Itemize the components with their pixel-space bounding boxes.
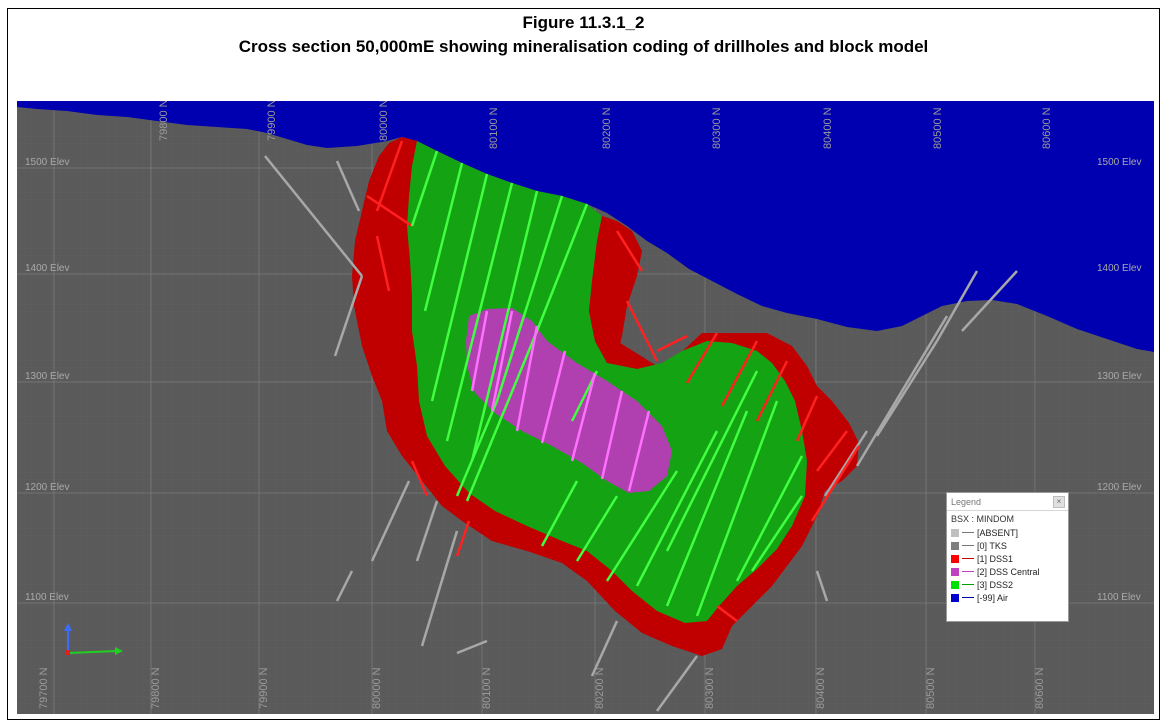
air-zone [17, 101, 1154, 352]
legend-swatch [951, 528, 959, 537]
legend-label: [1] DSS1 [977, 553, 1014, 564]
legend-line [962, 545, 974, 546]
dss1-inner-pocket [589, 216, 642, 363]
legend-swatch [951, 554, 959, 563]
legend-item: [1] DSS1 [947, 552, 1068, 565]
legend-label: [2] DSS Central [977, 566, 1040, 577]
northing-labels-bottom: 79700 N 79800 N 79900 N 80000 N 80100 N … [38, 667, 1046, 709]
northing-label-bottom: 80600 N [1034, 667, 1046, 709]
drillholes-dss1 [366, 140, 861, 622]
northing-label-bottom: 79700 N [38, 667, 50, 709]
legend-line [962, 558, 974, 559]
elevation-label-left: 1300 Elev [25, 371, 69, 382]
legend-label: [3] DSS2 [977, 579, 1014, 590]
elevation-label-left: 1100 Elev [25, 592, 69, 603]
legend-line [962, 597, 974, 598]
legend-line [962, 571, 974, 572]
legend-item: [0] TKS [947, 539, 1068, 552]
northing-label-top: 80300 N [711, 107, 723, 149]
northing-label-top: 79900 N [266, 101, 278, 141]
legend-label: [ABSENT] [977, 527, 1019, 538]
legend-label: [-99] Air [977, 592, 1009, 603]
northing-label-top: 80100 N [488, 107, 500, 149]
elevation-labels-left: 1500 Elev 1400 Elev 1300 Elev 1200 Elev … [25, 157, 69, 603]
legend-swatch [951, 593, 959, 602]
legend-item: [ABSENT] [947, 526, 1068, 539]
legend-swatch [951, 567, 959, 576]
drillholes-grey [264, 155, 1018, 712]
northing-label-bottom: 80300 N [704, 667, 716, 709]
northing-label-bottom: 80500 N [925, 667, 937, 709]
northing-label-bottom: 80000 N [371, 667, 383, 709]
elevation-label-right: 1400 Elev [1097, 263, 1141, 274]
northing-label-top: 80000 N [378, 101, 390, 141]
northing-labels-top: 79800 N 79900 N 80000 N 80100 N 80200 N … [158, 101, 1053, 149]
close-icon[interactable]: × [1053, 495, 1065, 508]
northing-label-top: 80600 N [1041, 107, 1053, 149]
legend-item: [-99] Air [947, 591, 1068, 604]
legend-swatch [951, 541, 959, 550]
legend-item: [3] DSS2 [947, 578, 1068, 591]
legend-line [962, 532, 974, 533]
elevation-label-right: 1200 Elev [1097, 482, 1141, 493]
figure-number: Figure 11.3.1_2 [522, 13, 645, 32]
legend-label: [0] TKS [977, 540, 1007, 551]
northing-label-bottom: 80100 N [481, 667, 493, 709]
northing-label-bottom: 79900 N [258, 667, 270, 709]
northing-label-bottom: 80200 N [594, 667, 606, 709]
legend-panel[interactable]: Legend × BSX : MINDOM [ABSENT] [0] TKS [… [946, 492, 1069, 622]
northing-label-top: 80500 N [932, 107, 944, 149]
elevation-label-left: 1400 Elev [25, 263, 69, 274]
northing-label-top: 80200 N [601, 107, 613, 149]
northing-label-top: 80400 N [822, 107, 834, 149]
northing-label-bottom: 79800 N [150, 667, 162, 709]
northing-label-bottom: 80400 N [815, 667, 827, 709]
legend-title: Legend [951, 496, 982, 507]
legend-line [962, 584, 974, 585]
elevation-labels-right: 1500 Elev 1400 Elev 1300 Elev 1200 Elev … [1097, 157, 1141, 603]
elevation-label-left: 1200 Elev [25, 482, 69, 493]
drillholes-dss-central [470, 310, 651, 492]
northing-label-top: 79800 N [158, 101, 170, 141]
elevation-label-right: 1500 Elev [1097, 157, 1141, 168]
axis-triad-icon [64, 623, 123, 655]
figure-caption: Cross section 50,000mE showing mineralis… [238, 37, 929, 56]
cross-section-view: 79800 N 79900 N 80000 N 80100 N 80200 N … [17, 101, 1154, 714]
legend-swatch [951, 580, 959, 589]
legend-item: [2] DSS Central [947, 565, 1068, 578]
legend-field: BSX : MINDOM [951, 514, 1015, 524]
elevation-label-left: 1500 Elev [25, 157, 69, 168]
elevation-label-right: 1100 Elev [1097, 592, 1141, 603]
elevation-label-right: 1300 Elev [1097, 371, 1141, 382]
dss-central-zone [466, 308, 672, 493]
legend-header: Legend × [947, 493, 1068, 511]
section-viewport[interactable]: 79800 N 79900 N 80000 N 80100 N 80200 N … [17, 101, 1154, 714]
